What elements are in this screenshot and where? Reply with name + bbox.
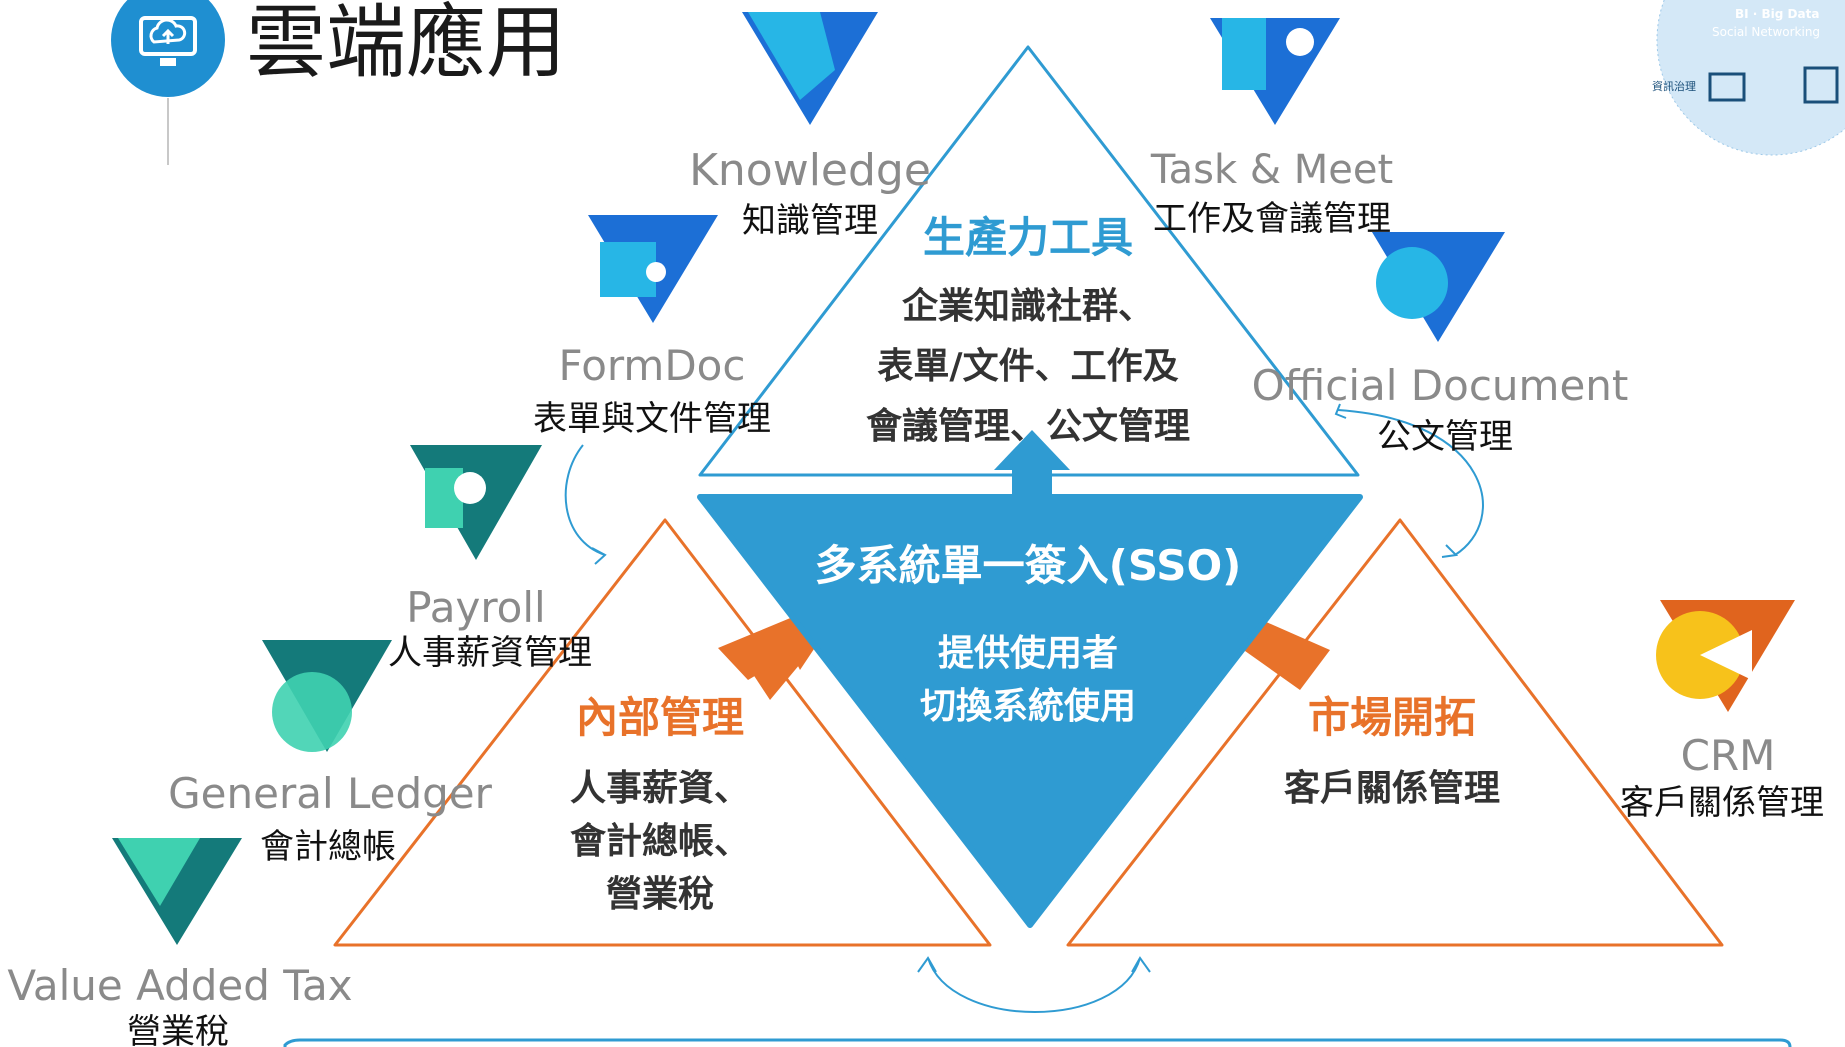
corner-badge: BI · Big Data Social Networking 資訊治理 [1652, 0, 1845, 156]
app-name-formdoc: FormDoc [559, 341, 746, 390]
internal-line-1: 人事薪資、 [570, 768, 750, 809]
app-subtitle-payroll: 人事薪資管理 [388, 633, 592, 673]
sso-triangle [697, 494, 1363, 928]
left-orange-arrow [745, 640, 820, 700]
header: 雲端應用 [111, 0, 566, 165]
internal-title: 內部管理 [576, 693, 744, 742]
sso-title: 多系統單一簽入(SSO) [815, 541, 1242, 590]
connector-bottom [927, 957, 1141, 1013]
connector-left [564, 444, 606, 556]
badge-line-3: 資訊治理 [1652, 79, 1696, 93]
crm-logo-icon [1656, 600, 1795, 712]
app-name-vat: Value Added Tax [7, 961, 352, 1010]
badge-line-2: Social Networking [1712, 25, 1820, 39]
badge-circle [1657, 0, 1845, 155]
sso-line-2: 切換系統使用 [920, 686, 1136, 727]
app-name-ledger: General Ledger [168, 769, 493, 818]
left-orange-arrow-body [718, 614, 812, 680]
app-subtitle-official: 公文管理 [1377, 417, 1513, 457]
official-document-logo-icon [1372, 232, 1505, 342]
connector-right [1337, 409, 1484, 556]
cloud-computer-glyph [139, 16, 197, 66]
productivity-title: 生產力工具 [923, 213, 1133, 262]
market-title: 市場開拓 [1308, 693, 1476, 742]
app-name-payroll: Payroll [406, 583, 545, 632]
badge-monitor-icon [1708, 72, 1746, 102]
page-title: 雲端應用 [246, 0, 566, 89]
productivity-line-1: 企業知識社群、 [902, 285, 1154, 327]
app-name-knowledge: Knowledge [689, 145, 931, 196]
productivity-line-3: 會議管理、公文管理 [866, 406, 1190, 447]
market-triangle [1066, 518, 1724, 947]
market-line-1: 客戶關係管理 [1284, 768, 1500, 809]
app-name-crm: CRM [1681, 731, 1776, 780]
sso-line-1: 提供使用者 [938, 633, 1118, 674]
task-meet-logo-icon [1210, 18, 1340, 125]
app-subtitle-crm: 客戶關係管理 [1620, 783, 1824, 823]
formdoc-logo-icon [588, 215, 718, 323]
value-added-tax-logo-icon [112, 838, 242, 945]
knowledge-logo-icon [742, 12, 878, 125]
app-subtitle-knowledge: 知識管理 [742, 201, 878, 241]
right-orange-arrow [1238, 614, 1330, 690]
app-name-official: Official Document [1252, 361, 1629, 410]
app-name-task: Task & Meet [1150, 147, 1393, 193]
internal-line-2: 會計總帳、 [570, 821, 750, 862]
badge-line-1: BI · Big Data [1735, 7, 1819, 21]
payroll-logo-icon [410, 445, 542, 560]
internal-line-3: 營業稅 [606, 874, 714, 915]
app-subtitle-ledger: 會計總帳 [260, 827, 396, 867]
badge-window-icon [1803, 66, 1839, 104]
general-ledger-logo-icon [262, 640, 392, 752]
bottom-frame [283, 1038, 1792, 1047]
internal-triangle [333, 518, 992, 947]
app-subtitle-vat: 營業稅 [127, 1012, 229, 1047]
app-subtitle-formdoc: 表單與文件管理 [533, 399, 771, 439]
connector-arrows [564, 403, 1484, 1013]
productivity-line-2: 表單/文件、工作及 [877, 346, 1178, 387]
app-subtitle-task: 工作及會議管理 [1153, 199, 1391, 239]
cloud-computer-icon [111, 0, 225, 97]
